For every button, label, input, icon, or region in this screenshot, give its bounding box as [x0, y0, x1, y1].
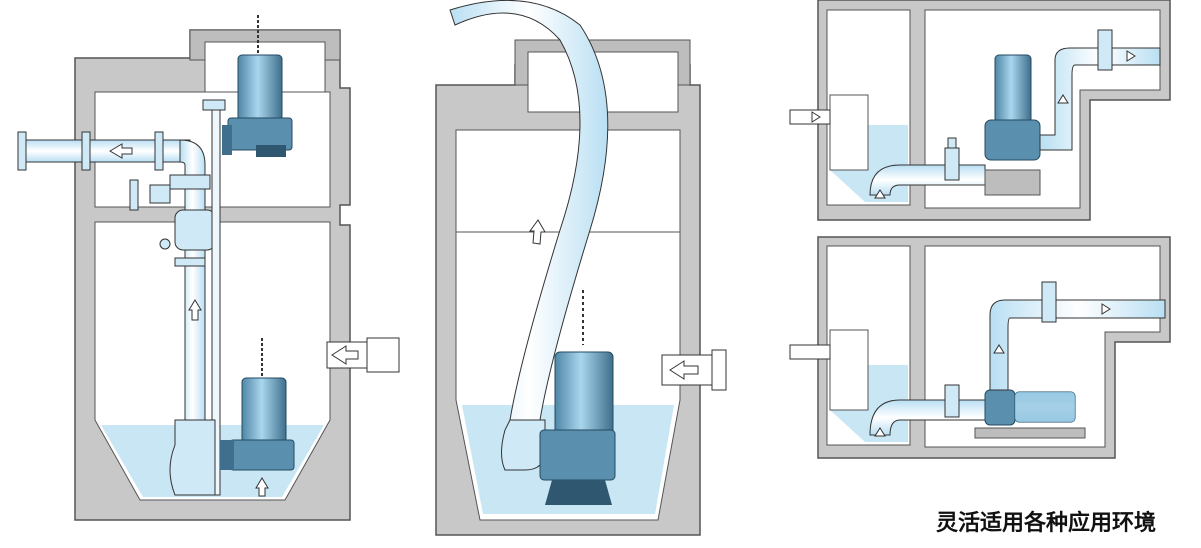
arrow-icon — [874, 427, 886, 437]
gate-valve-icon — [947, 137, 957, 149]
diagram-portable-installation — [435, 0, 727, 536]
caption-text: 灵活适用各种应用环境 — [936, 511, 1157, 536]
arrow-icon — [811, 111, 821, 123]
discharge-pipe — [19, 139, 191, 163]
submersible-pump-icon — [974, 389, 1086, 439]
diagram-dry-pit-horizontal — [789, 236, 1171, 459]
arrow-icon — [188, 299, 202, 321]
arrow-icon — [529, 219, 546, 245]
arrow-icon — [669, 360, 699, 380]
arrow-icon — [255, 477, 269, 497]
arrow-icon — [874, 189, 886, 199]
arrow-icon — [109, 143, 133, 159]
diagram-dry-pit-vertical — [789, 0, 1171, 221]
arrow-icon — [1101, 303, 1111, 315]
arrow-icon — [1126, 50, 1136, 62]
arrow-icon — [993, 344, 1005, 354]
diagram-guide-rail-installation — [17, 15, 400, 521]
submersible-pump-icon — [222, 15, 293, 157]
arrow-icon — [331, 345, 359, 365]
gate-valve-icon — [169, 174, 211, 190]
submersible-pump-icon — [539, 351, 616, 505]
arrow-icon — [1057, 94, 1069, 104]
submersible-pump-icon — [984, 54, 1041, 196]
dry-room-cavity — [924, 245, 1161, 448]
submersible-pump-icon — [220, 338, 295, 471]
